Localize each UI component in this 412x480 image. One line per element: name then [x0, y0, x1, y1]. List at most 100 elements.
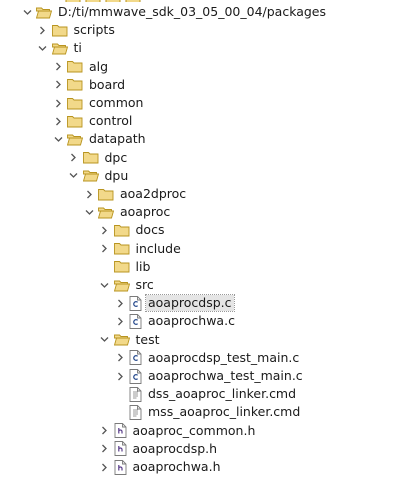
chevron-right-icon[interactable] [68, 149, 80, 167]
chevron-down-icon[interactable] [21, 3, 33, 21]
chevron-right-icon[interactable] [99, 422, 111, 440]
folder-open-icon [36, 6, 52, 19]
folder-icon [67, 97, 83, 110]
tree-item-aoaproc-common-h[interactable]: aoaproc_common.h [99, 422, 258, 440]
tree-item-label: aoaproc_common.h [132, 422, 256, 438]
toggle-spacer [99, 258, 111, 276]
tree-item-label: dpu [104, 167, 129, 183]
tree-item-aoaprocdsp-test-main-c[interactable]: aoaprocdsp_test_main.c [114, 349, 301, 367]
tree-item-label: datapath [89, 131, 146, 147]
c-file-icon [129, 368, 142, 384]
tree-item-label: aoaprocdsp_test_main.c [148, 349, 300, 365]
c-file-icon [129, 313, 142, 329]
text-file-icon [129, 404, 142, 420]
folder-icon [113, 224, 130, 237]
tree-item-board[interactable]: board [52, 76, 127, 94]
tree-item-label: aoa2dproc [120, 186, 187, 201]
tree-item-label: test [135, 331, 160, 347]
tree-item-include[interactable]: include [99, 240, 183, 258]
h-file-icon [114, 441, 127, 457]
chevron-right-icon[interactable] [52, 76, 64, 94]
tree-item-label: ti [73, 40, 82, 56]
tree-item-aoaproc[interactable]: aoaproc [83, 203, 172, 221]
tree-item-aoaprocdsp-h[interactable]: aoaprocdsp.h [99, 440, 220, 458]
folder-icon [51, 24, 68, 37]
chevron-right-icon[interactable] [114, 312, 126, 330]
tree-item-lib[interactable]: lib [99, 258, 153, 276]
tree-item-scripts[interactable]: scripts [37, 21, 117, 39]
tree-item-label: lib [135, 258, 151, 274]
tree-item-label: aoaprocdsp.h [132, 440, 218, 456]
tree-item-label: dpc [104, 149, 128, 165]
tree-item-label: docs [135, 222, 165, 238]
tree-item-aoa2dproc[interactable]: aoa2dproc [83, 185, 188, 203]
c-file-icon [129, 350, 142, 366]
folder-open-icon [113, 279, 130, 292]
tree-item-dpu[interactable]: dpu [68, 167, 131, 185]
chevron-right-icon[interactable] [37, 21, 49, 39]
tree-item-datapath[interactable]: datapath [52, 130, 148, 148]
tree-item-label: aoaprochwa_test_main.c [148, 368, 303, 383]
toggle-spacer [114, 385, 126, 403]
tree-item-packages-root[interactable]: D:/ti/mmwave_sdk_03_05_00_04/packages [21, 3, 328, 21]
tree-item-label: control [89, 113, 133, 129]
tree-item-label: board [89, 76, 126, 92]
folder-icon [82, 151, 99, 164]
chevron-down-icon[interactable] [52, 130, 64, 148]
tree-item-docs[interactable]: docs [99, 221, 167, 239]
tree-item-mss-aoaproc-linker-cmd[interactable]: mss_aoaproc_linker.cmd [114, 403, 302, 421]
tree-item-label: alg [89, 58, 109, 74]
tree-item-aoaprochwa-test-main-c[interactable]: aoaprochwa_test_main.c [114, 367, 305, 385]
chevron-right-icon[interactable] [99, 458, 111, 476]
tree-item-aoaprocdsp-c[interactable]: aoaprocdsp.c [114, 294, 235, 313]
tree-item-label: scripts [73, 22, 115, 38]
folder-icon [113, 242, 130, 255]
tree-item-common[interactable]: common [52, 94, 145, 112]
chevron-right-icon[interactable] [52, 58, 64, 76]
clipped-top-item [64, 0, 154, 2]
folder-icon [113, 260, 130, 273]
chevron-right-icon[interactable] [52, 94, 64, 112]
chevron-right-icon[interactable] [114, 349, 126, 367]
chevron-down-icon[interactable] [83, 203, 95, 221]
chevron-down-icon[interactable] [37, 39, 49, 57]
chevron-right-icon[interactable] [99, 440, 111, 458]
tree-item-dpc[interactable]: dpc [68, 149, 130, 167]
folder-open-icon [67, 133, 83, 146]
chevron-right-icon[interactable] [114, 294, 126, 312]
tree-item-label: mss_aoaproc_linker.cmd [148, 404, 301, 420]
folder-icon [98, 188, 114, 201]
folder-icon [67, 115, 83, 128]
text-file-icon [129, 386, 142, 402]
folder-open-icon [51, 42, 68, 55]
chevron-right-icon[interactable] [52, 112, 64, 130]
tree-item-test[interactable]: test [99, 331, 162, 349]
tree-item-label: aoaproc [120, 204, 171, 220]
folder-icon [67, 78, 83, 91]
chevron-right-icon[interactable] [114, 367, 126, 385]
tree-item-aoaprochwa-h[interactable]: aoaprochwa.h [99, 458, 223, 476]
tree-item-label: dss_aoaproc_linker.cmd [148, 386, 297, 402]
chevron-right-icon[interactable] [83, 185, 95, 203]
tree-item-label: aoaprocdsp.c [145, 294, 235, 313]
folder-open-icon [113, 333, 130, 346]
h-file-icon [114, 423, 127, 439]
c-file-icon [129, 295, 142, 311]
tree-item-alg[interactable]: alg [52, 58, 110, 76]
chevron-down-icon[interactable] [68, 167, 80, 185]
chevron-down-icon[interactable] [99, 276, 111, 294]
chevron-right-icon[interactable] [99, 221, 111, 239]
tree-item-label: include [135, 240, 181, 256]
folder-icon [67, 60, 83, 73]
toggle-spacer [114, 403, 126, 421]
tree-item-ti[interactable]: ti [37, 39, 84, 57]
chevron-right-icon[interactable] [99, 240, 111, 258]
tree-item-label: src [135, 277, 154, 292]
chevron-down-icon[interactable] [99, 331, 111, 349]
tree-item-aoaprochwa-c[interactable]: aoaprochwa.c [114, 312, 237, 330]
tree-item-control[interactable]: control [52, 112, 134, 130]
tree-item-label: D:/ti/mmwave_sdk_03_05_00_04/packages [58, 4, 327, 19]
tree-item-src[interactable]: src [99, 276, 156, 294]
tree-item-dss-aoaproc-linker-cmd[interactable]: dss_aoaproc_linker.cmd [114, 385, 298, 403]
